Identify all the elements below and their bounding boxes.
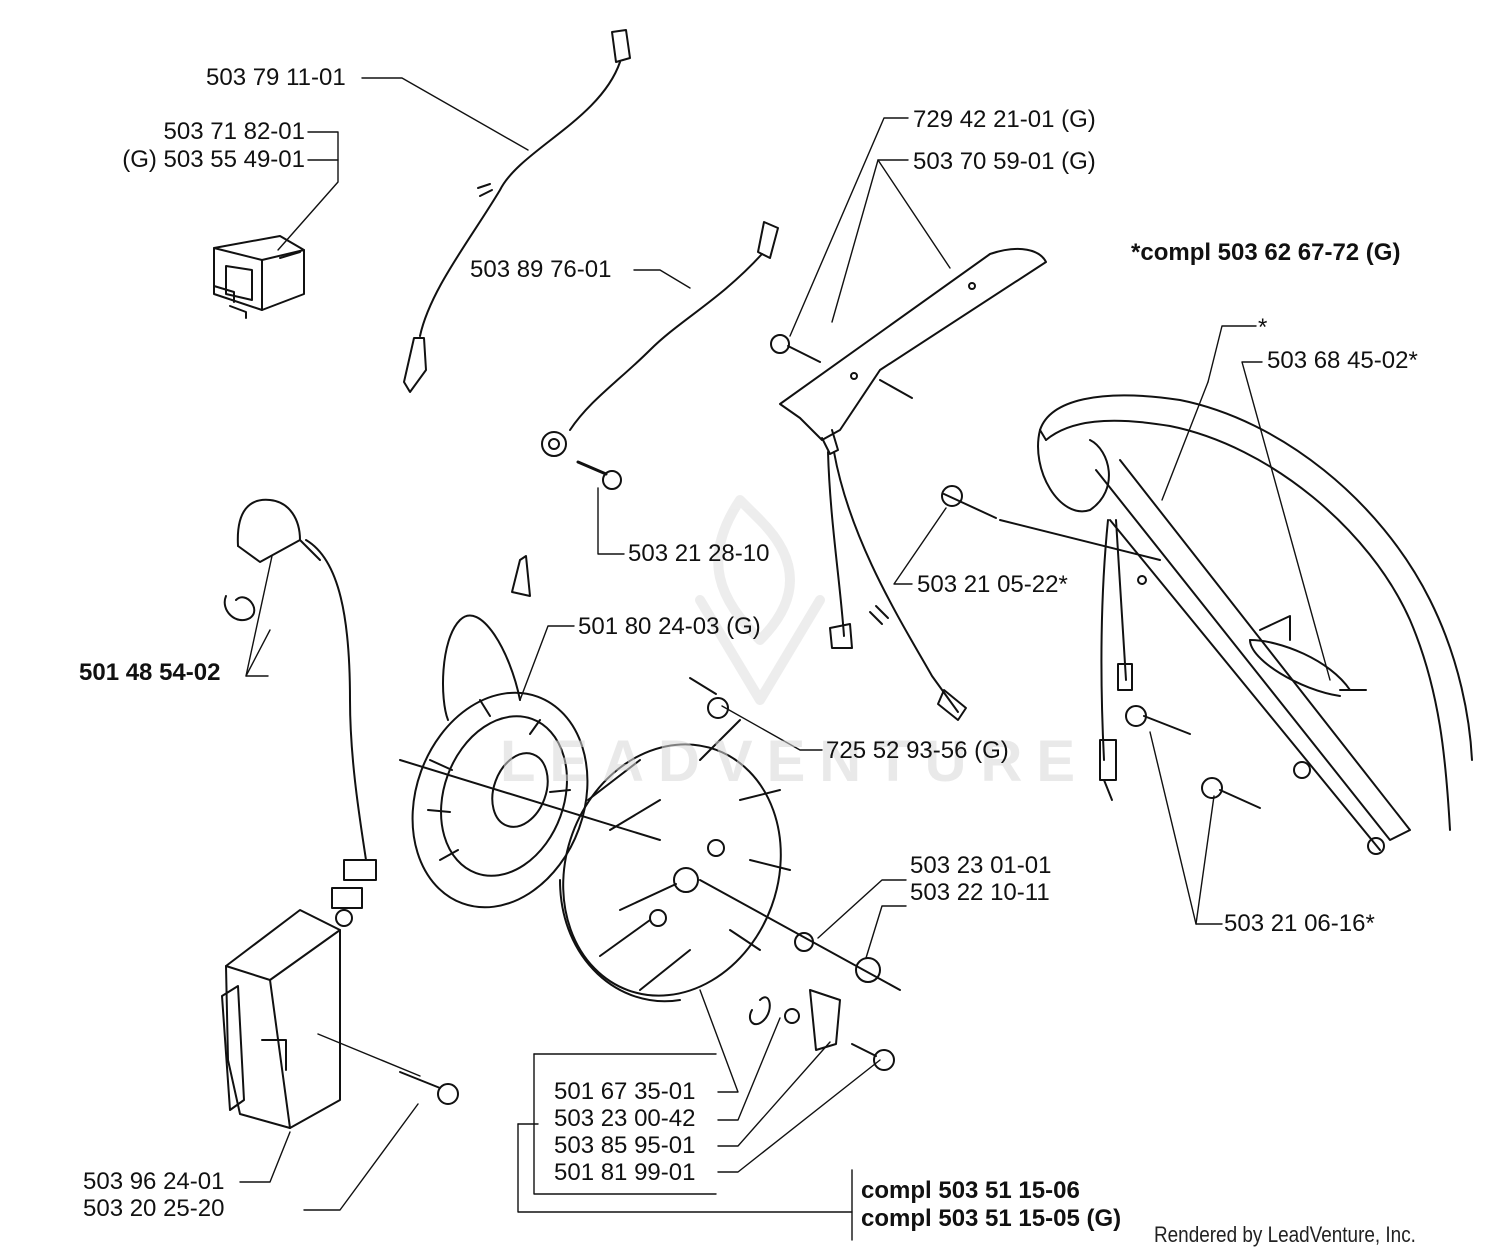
callout-handle-screw: 503 21 05-22* [917,571,1068,598]
wire-lead-part [403,29,631,393]
callout-stator-screw: 725 52 93-56 (G) [826,737,1009,764]
callout-switch-a: 503 71 82-01 [163,118,305,145]
ignition-coil-part [221,498,459,1129]
callout-spring: 503 68 45-02* [1267,347,1418,374]
callout-washer: 503 23 01-01 [910,852,1052,879]
callout-compl-b: compl 503 51 15-05 (G) [861,1205,1122,1232]
callout-stator: 501 80 24-03 (G) [578,613,761,640]
ground-wire-part [541,221,779,490]
callout-handle-star: * [1258,314,1268,341]
watermark-text: LEADVENTURE [500,729,1090,794]
callout-compl-a: compl 503 51 15-06 [861,1177,1080,1204]
callout-key: 501 67 35-01 [554,1078,696,1105]
callout-pawl: 503 85 95-01 [554,1132,696,1159]
callout-coil-screw: 503 20 25-20 [83,1195,225,1222]
callout-nut: 503 22 10-11 [910,879,1050,906]
callout-coil: 503 96 24-01 [83,1168,225,1195]
bracket-part [770,247,1047,721]
callout-handle-screws: 503 21 06-16* [1224,910,1375,937]
callout-flywheel-washer: 503 23 00-42 [554,1105,696,1132]
callout-wire-mid: 503 89 76-01 [470,256,612,283]
callout-screw-small: 503 21 28-10 [628,540,770,567]
front-handle-part [941,394,1473,855]
callout-handle-compl: *compl 503 62 67-72 (G) [1131,239,1401,266]
leader-lines [239,77,1331,1241]
callout-spark-spring: 501 48 54-02 [79,659,221,686]
callout-bracket: 503 70 59-01 (G) [913,148,1096,175]
callout-wire-top: 503 79 11-01 [206,64,346,91]
callout-switch-b: (G) 503 55 49-01 [122,146,305,173]
watermark-logo-icon [695,495,825,705]
callout-pawl-screw: 501 81 99-01 [554,1159,696,1186]
stop-switch-part [213,235,305,319]
flywheel-part [399,719,901,1071]
callout-bracket-screw: 729 42 21-01 (G) [913,106,1096,133]
stator-part [411,555,729,909]
credit-text: Rendered by LeadVenture, Inc. [1154,1222,1416,1247]
